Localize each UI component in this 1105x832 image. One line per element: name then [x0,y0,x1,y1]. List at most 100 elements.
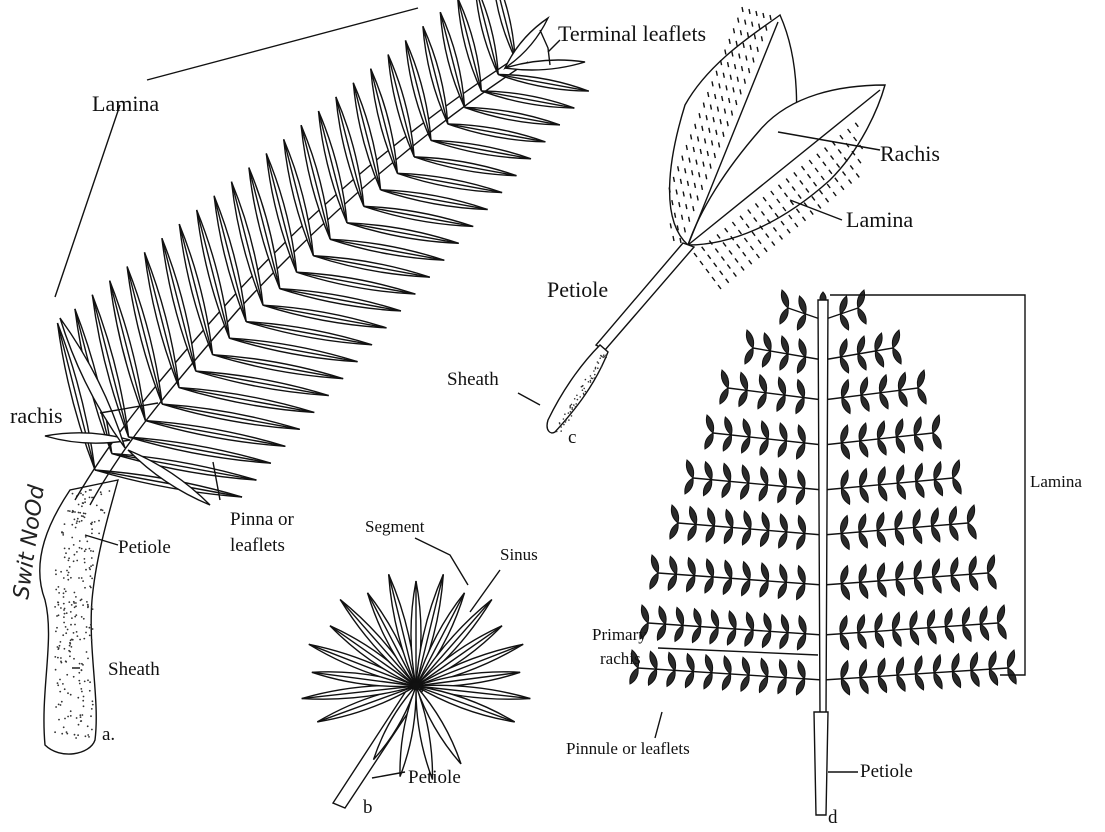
stipple-dot [590,375,592,377]
pinnule-d [875,631,883,647]
lamina-bracket-line-a [55,105,120,297]
stipple-dot [86,626,88,628]
vein-dash-c [759,24,760,29]
pinnule-d [722,481,730,497]
stipple-dot [76,631,78,633]
vein-dash-c [673,177,674,182]
stipple-dot [573,404,575,406]
pinnule-d [724,528,732,544]
vein-dash-c [749,68,750,73]
pinnule-d [705,462,712,480]
vein-dash-c [697,196,698,201]
stipple-dot [86,601,88,603]
stipple-dot [89,635,91,637]
stipple-dot [69,566,71,568]
pinnule-d [760,439,768,455]
vein-dash-c [736,100,737,105]
pinnule-d [899,390,907,406]
stipple-dot [571,407,573,409]
figure-d-compound-leaf [630,290,1025,815]
pinnule-d [796,443,804,459]
stipple-dot [576,395,578,397]
pinnule-d [896,657,903,675]
pinnule-d [896,562,903,580]
stipple-dot [55,631,57,633]
label-pinnule-d: Pinnule or leaflets [566,740,690,758]
pinnule-d [951,576,959,592]
vein-dash-c [717,107,718,112]
stipple-dot [69,651,71,653]
stipple-dot [585,379,587,381]
pinnule-d [761,421,768,439]
stipple-dot [78,504,80,506]
stipple-dot [59,645,61,647]
vein-dash-c [710,105,711,110]
stipple-dot [603,354,605,356]
stipple-dot [78,724,80,726]
pinnule-d [841,470,848,488]
pinnule-d [892,330,899,348]
pinnule-d [918,388,926,404]
vein-dash-c [708,92,709,97]
pinna-midrib-a [498,74,589,91]
pinnule-d [721,370,728,388]
vein-dash-c [685,168,686,173]
terminal-leaflet-a [505,60,585,70]
vein-dash-c [670,223,671,228]
pinnule-d [840,516,847,534]
pinnule-d [842,398,850,414]
vein-dash-c [766,234,769,238]
vein-dash-c [756,254,759,258]
stipple-dot [70,577,72,579]
stipple-dot [57,657,59,659]
vein-dash-c [723,242,726,246]
pinnule-d [780,308,788,324]
pinnule-d [694,609,701,627]
vein-dash-c [787,229,790,233]
stipple-dot [91,528,93,530]
pinnule-d [689,507,696,525]
vein-dash-c [796,209,799,213]
stipple-dot [59,691,61,693]
stipple-dot [575,403,577,405]
label-terminal-leaflets: Terminal leaflets [558,22,706,45]
vein-dash-c [720,271,723,275]
vein-dash-c [810,211,813,215]
pinnule-d [796,679,804,695]
pinnule-d [797,380,804,398]
stipple-dot [600,355,602,357]
label-rachis-a: rachis [10,404,63,427]
stipple-dot [92,550,94,552]
pinnule-d [969,574,977,590]
stipple-dot [559,423,561,425]
stipple-dot [72,493,74,495]
stipple-dot [67,716,69,718]
vein-dash-c [835,178,838,182]
stipple-dot [96,505,98,507]
vein-dash-c [789,215,792,219]
pinnule-d [705,655,712,673]
pinnule-d [1007,650,1014,668]
stipple-dot [81,548,83,550]
vein-dash-c [716,71,717,76]
stipple-dot [74,606,76,608]
stipple-dot [71,604,73,606]
stipple-dot [59,679,61,681]
stipple-dot [75,614,77,616]
pinnule-d [759,485,767,501]
vein-dash-c [713,117,714,122]
stipple-dot [89,489,91,491]
pinnule-d [710,628,718,644]
vein-dash-c [676,190,677,195]
pinnule-d [841,566,848,584]
vein-dash-c [712,81,713,86]
stipple-dot [76,522,78,524]
stipple-dot [64,648,66,650]
pinnule-d [797,634,805,650]
stipple-dot [84,587,86,589]
stipple-dot [67,692,69,694]
pinnule-d [933,655,940,673]
stipple-dot [58,586,60,588]
vein-dash-c [686,145,687,150]
